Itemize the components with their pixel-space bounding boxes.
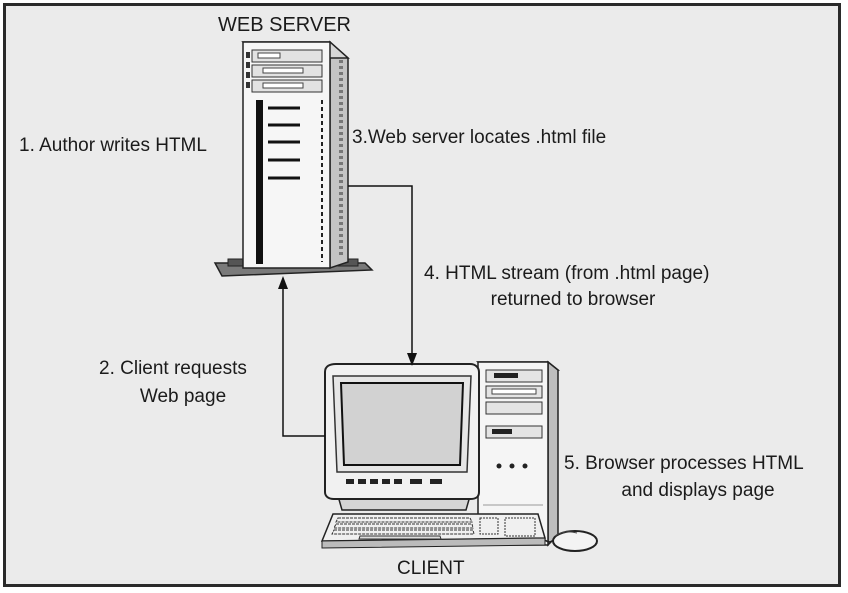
client-title: CLIENT (397, 558, 465, 579)
crt-monitor-icon (324, 363, 480, 511)
step-4-line2: returned to browser (490, 289, 656, 310)
keyboard-icon (320, 513, 546, 549)
step-3-label: 3.Web server locates .html file (352, 127, 607, 148)
server-tower-icon (213, 40, 374, 277)
step-4-line1: 4. HTML stream (from .html page) (424, 263, 710, 284)
mouse-icon (544, 530, 598, 552)
response-arrow (348, 185, 417, 366)
step-5-line1: 5. Browser processes HTML (564, 453, 804, 474)
step-1-label: 1. Author writes HTML (19, 135, 207, 156)
step-2-line2: Web page (139, 386, 227, 407)
web-server-title: WEB SERVER (218, 14, 351, 36)
request-arrow (278, 276, 325, 437)
step-2-line1: 2. Client requests (99, 358, 247, 379)
step-5-line2: and displays page (621, 480, 775, 501)
